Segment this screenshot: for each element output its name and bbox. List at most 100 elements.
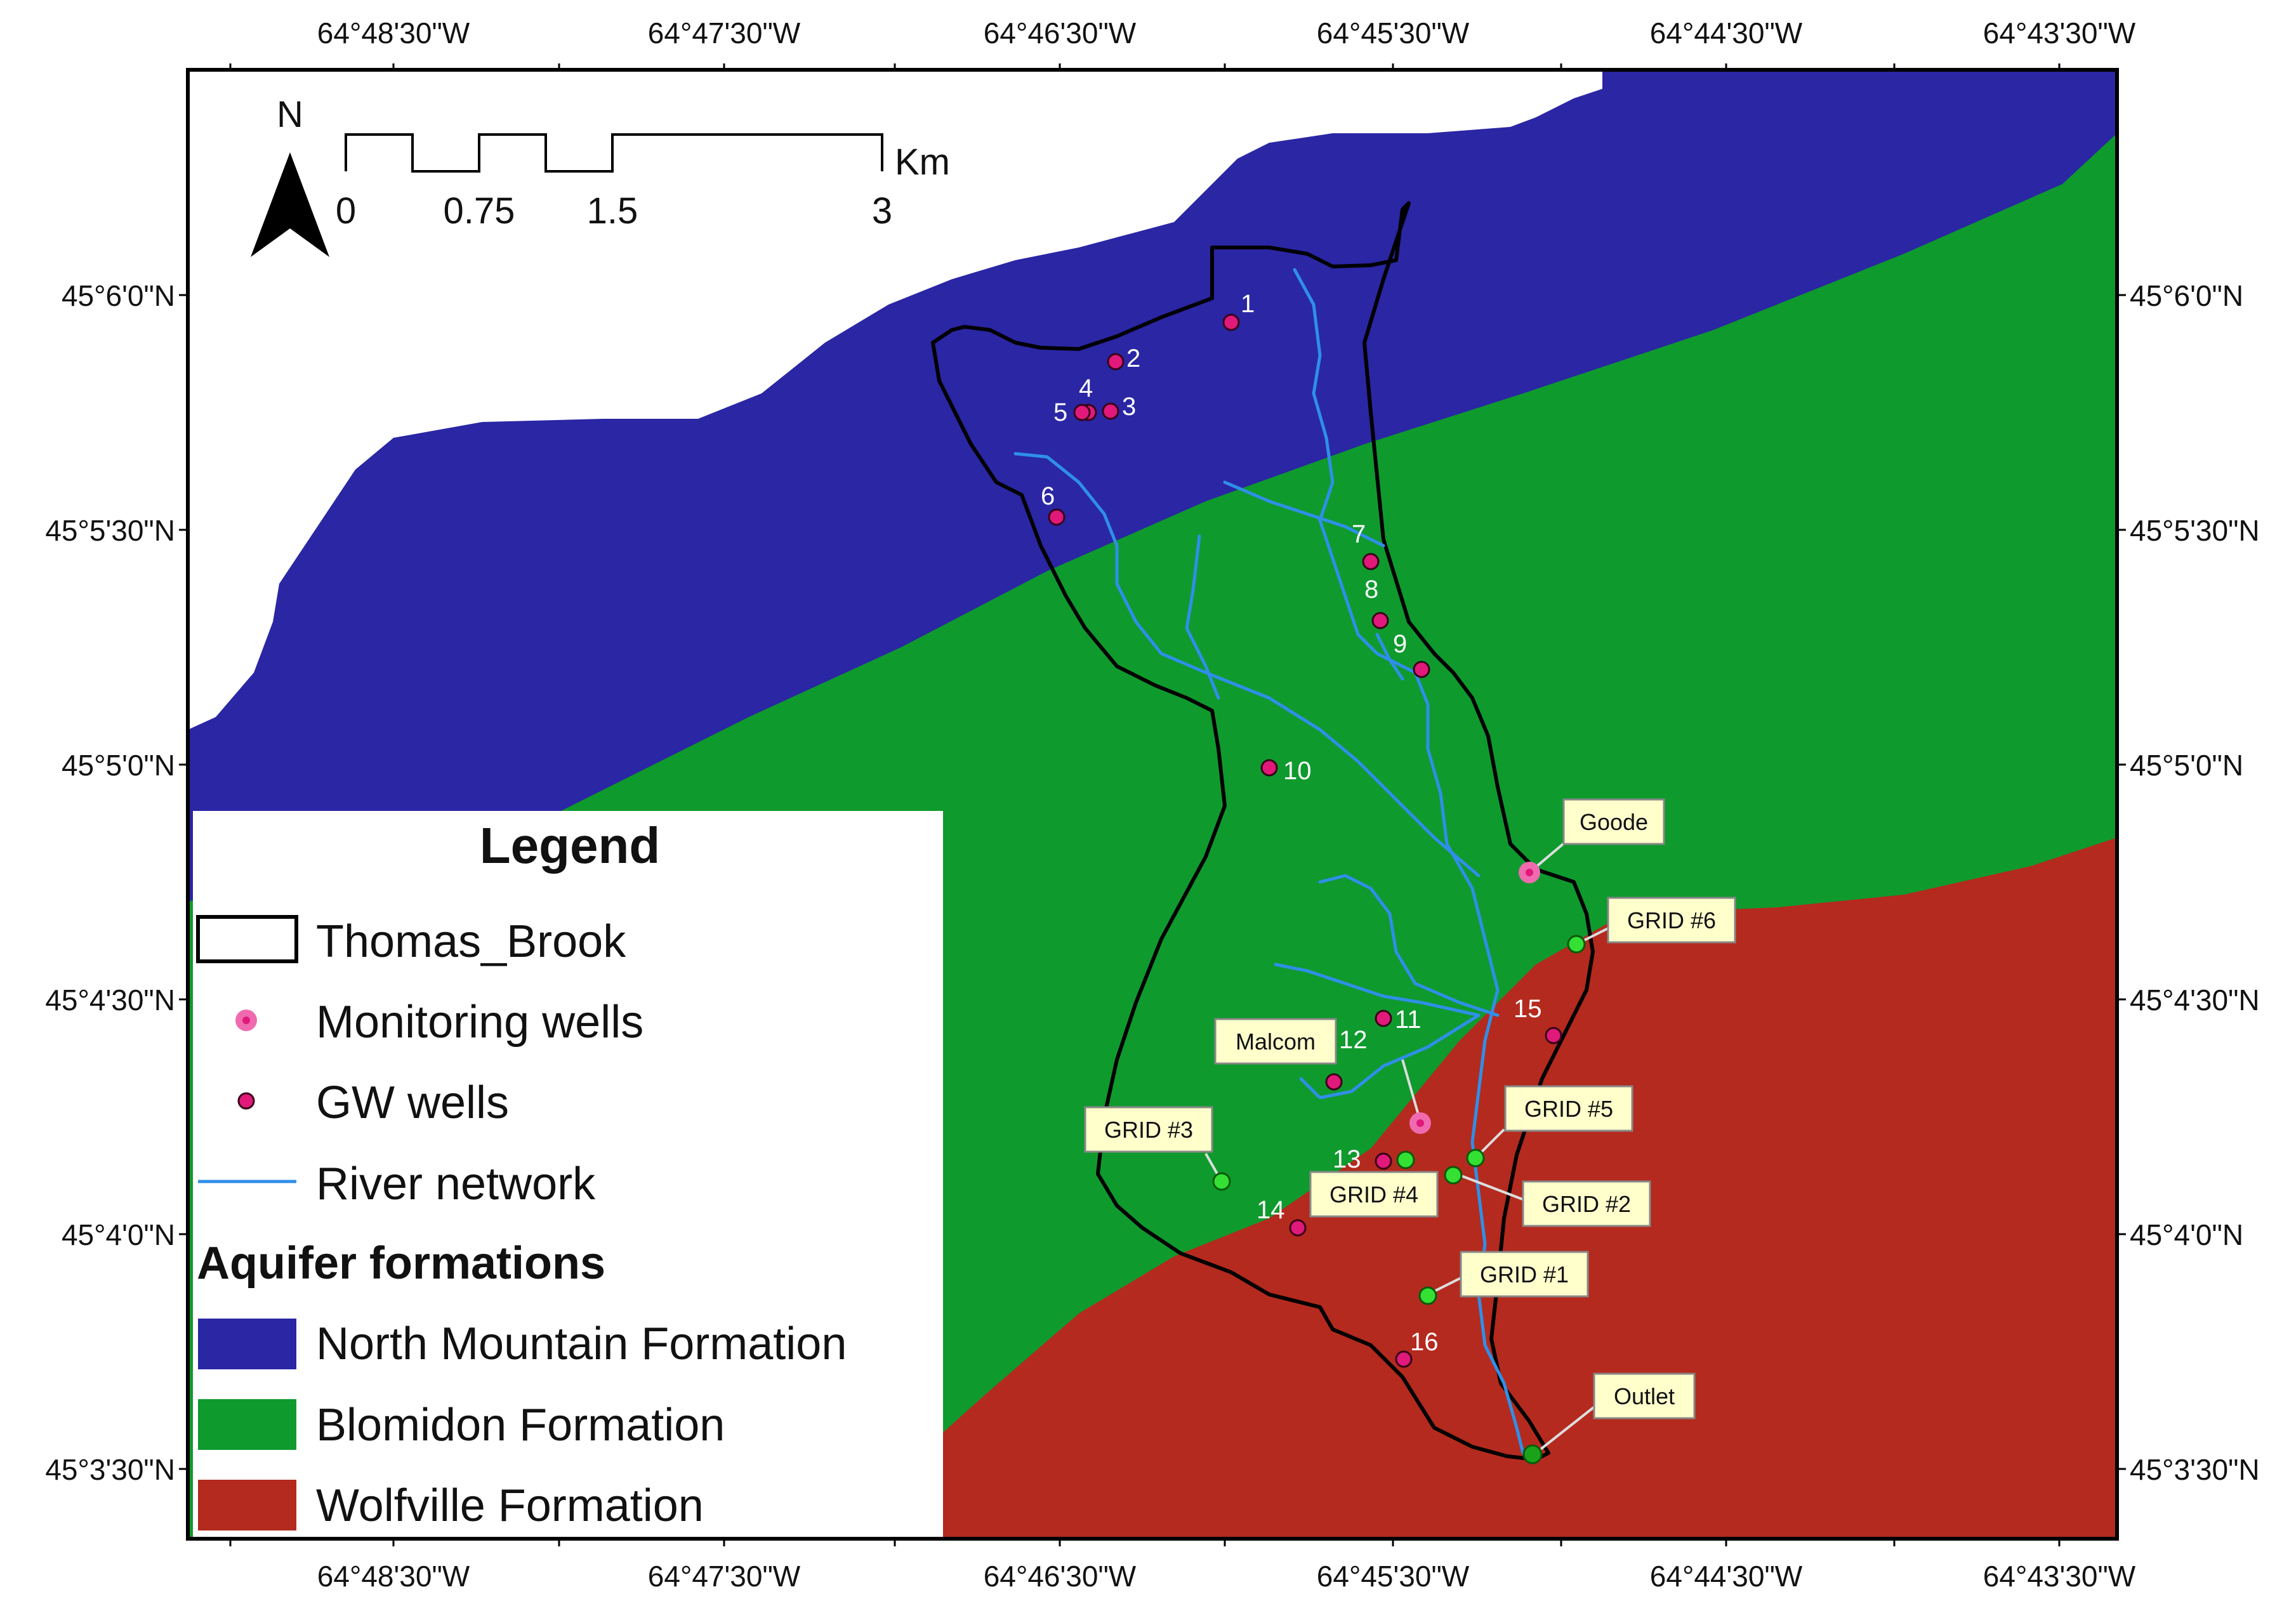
lon-label-bottom: 64°47'30"W — [648, 1560, 801, 1593]
lat-label-left: 45°4'30"N — [45, 984, 175, 1017]
gw-well-marker — [1107, 353, 1125, 371]
river-network — [1013, 268, 1525, 1455]
outlet-marker — [1522, 1444, 1543, 1464]
geology-layer — [188, 70, 2117, 1539]
legend-aquifer-title: Aquifer formations — [197, 1238, 605, 1289]
grid-site-marker — [1418, 1286, 1437, 1305]
monitoring-wells — [1409, 862, 1540, 1134]
river-central-branch — [1185, 534, 1220, 700]
gw-well-marker — [1395, 1350, 1413, 1368]
grid-sites — [1212, 935, 1586, 1464]
legend-watershed-label: Thomas_Brook — [316, 916, 626, 967]
river-lower-trib-a — [1318, 874, 1500, 1017]
lon-label-top: 64°46'30"W — [984, 16, 1137, 49]
gw-well-label: 6 — [1041, 482, 1055, 510]
callout-grid4: GRID #4 — [1309, 1171, 1439, 1218]
gw-well-label: 14 — [1257, 1196, 1285, 1224]
lat-label-right: 45°5'30"N — [2130, 514, 2260, 547]
lon-label-top: 64°43'30"W — [1983, 16, 2136, 49]
gw-well-marker — [1545, 1027, 1562, 1044]
scale-tick-label: 1.5 — [587, 190, 638, 232]
callout-grid1: GRID #1 — [1460, 1251, 1589, 1298]
lat-label-left: 45°6'0"N — [62, 279, 175, 312]
scale-bar-outline — [345, 133, 883, 173]
callout-grid3-label: GRID #3 — [1104, 1117, 1193, 1143]
river-lower-trib-c — [1299, 1013, 1481, 1100]
callout-grid2-label: GRID #2 — [1542, 1191, 1631, 1217]
gw-well-label: 10 — [1283, 757, 1312, 785]
callout-outlet-label: Outlet — [1614, 1383, 1675, 1409]
unmapped-area — [188, 70, 1602, 730]
lat-label-left: 45°5'30"N — [45, 514, 175, 547]
legend-title: Legend — [480, 817, 660, 874]
legend-blomidon-label: Blomidon Formation — [316, 1400, 725, 1451]
grid-site-marker — [1466, 1149, 1485, 1168]
north-arrow-icon — [251, 152, 290, 257]
legend-watershed-swatch — [196, 915, 298, 963]
grid-site-marker — [1444, 1166, 1463, 1185]
gw-well-label: 15 — [1514, 995, 1542, 1023]
gw-well-label: 11 — [1395, 1006, 1422, 1034]
longitude-labels-top: 64°48'30"W 64°47'30"W 64°46'30"W 64°45'3… — [317, 16, 2136, 49]
legend: Legend Thomas_Brook Monitoring wells GW … — [193, 811, 943, 1537]
gw-well-marker — [1375, 1010, 1392, 1027]
river-lower-trib-b — [1274, 963, 1481, 1017]
grid-site-marker — [1567, 935, 1586, 954]
gw-well-labels: 1 2 3 4 5 6 7 8 9 10 11 12 13 14 15 16 — [1041, 290, 1542, 1356]
scale-tick-label: 3 — [872, 190, 892, 232]
callout-goode: Goode — [1562, 798, 1665, 845]
legend-north-mountain-label: North Mountain Formation — [316, 1319, 847, 1369]
gw-well-marker — [1371, 612, 1389, 629]
callout-grid5-label: GRID #5 — [1524, 1096, 1613, 1122]
lat-label-right: 45°4'0"N — [2130, 1218, 2243, 1251]
longitude-labels-bottom: 64°48'30"W 64°47'30"W 64°46'30"W 64°45'3… — [317, 1560, 2136, 1593]
scale-tick-label: 0.75 — [444, 190, 515, 232]
lon-label-top: 64°48'30"W — [317, 16, 470, 49]
map-frame-border — [186, 68, 2119, 1541]
gw-wells — [1048, 313, 1562, 1368]
gw-well-marker — [1260, 759, 1278, 777]
callout-grid4-label: GRID #4 — [1329, 1181, 1418, 1208]
latitude-labels-left: 45°6'0"N 45°5'30"N 45°5'0"N 45°4'30"N 45… — [45, 279, 175, 1486]
legend-north-mountain-swatch — [198, 1319, 296, 1369]
river-upper-right — [1375, 633, 1404, 681]
north-arrow: N — [251, 94, 329, 257]
callout-grid3: GRID #3 — [1084, 1106, 1213, 1153]
grid-site-marker — [1396, 1150, 1415, 1169]
callout-grid2: GRID #2 — [1522, 1180, 1651, 1227]
callout-grid6: GRID #6 — [1607, 897, 1736, 944]
north-arrow-label: N — [277, 94, 303, 135]
lon-label-bottom: 64°44'30"W — [1650, 1560, 1803, 1593]
grid-site-marker — [1212, 1172, 1231, 1191]
latitude-labels-right: 45°6'0"N 45°5'30"N 45°5'0"N 45°4'30"N 45… — [2130, 279, 2260, 1486]
lat-label-left: 45°4'0"N — [62, 1218, 175, 1251]
scale-tick-label: 0 — [336, 190, 356, 232]
gw-well-marker — [1102, 402, 1119, 420]
thomas-brook-watershed-boundary — [931, 201, 1595, 1461]
gw-well-label: 8 — [1364, 576, 1378, 603]
gw-well-label: 3 — [1122, 393, 1136, 421]
lon-label-top: 64°47'30"W — [648, 16, 801, 49]
gw-well-marker — [1325, 1073, 1343, 1091]
gw-well-marker — [1073, 404, 1091, 421]
lon-label-top: 64°45'30"W — [1317, 16, 1470, 49]
callout-goode-label: Goode — [1580, 809, 1648, 835]
gw-well-marker — [1362, 553, 1380, 570]
lat-label-right: 45°4'30"N — [2130, 984, 2260, 1017]
callout-leaders — [1204, 836, 1613, 1454]
lat-label-right: 45°5'0"N — [2130, 749, 2243, 782]
callout-grid1-label: GRID #1 — [1480, 1261, 1569, 1287]
lat-label-right: 45°6'0"N — [2130, 279, 2243, 312]
river-west-branch — [1013, 452, 1481, 878]
legend-gw-label: GW wells — [316, 1077, 509, 1128]
legend-wolfville-swatch — [198, 1480, 296, 1530]
gw-well-label: 16 — [1410, 1328, 1439, 1356]
lon-label-bottom: 64°43'30"W — [1983, 1560, 2136, 1593]
callout-outlet: Outlet — [1593, 1372, 1696, 1419]
gw-well-label: 5 — [1053, 398, 1067, 426]
gw-well-marker — [1222, 313, 1240, 331]
lon-label-bottom: 64°45'30"W — [1317, 1560, 1470, 1593]
callout-malcom-label: Malcom — [1236, 1029, 1316, 1055]
legend-gw-well-icon — [237, 1092, 255, 1110]
